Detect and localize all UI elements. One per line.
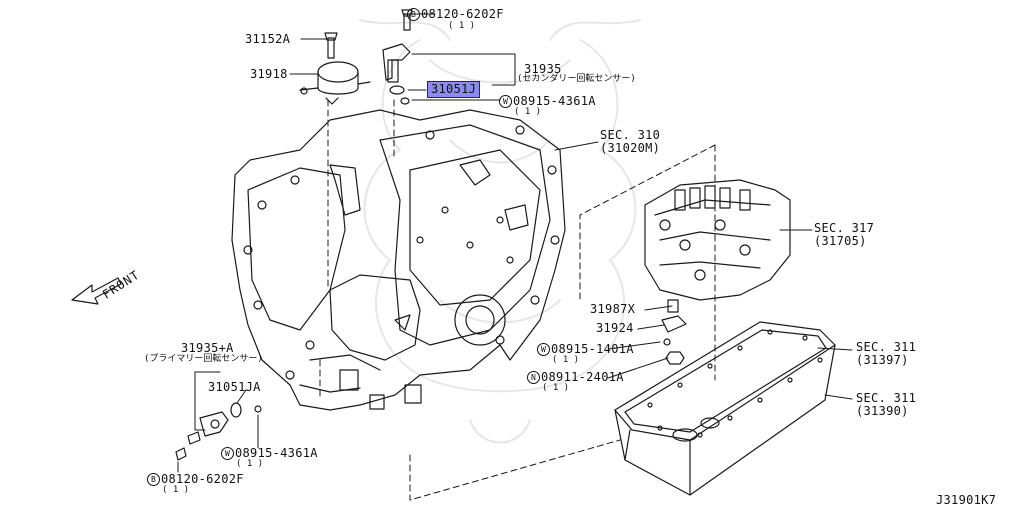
washer-bottom-qty: ( 1 ) — [236, 459, 264, 469]
watermark-crest — [359, 19, 641, 444]
part-31918-drawing — [299, 32, 371, 105]
transmission-case — [231, 109, 566, 411]
washer-mid-qty: ( 1 ) — [552, 355, 580, 365]
sec-317-label[interactable]: SEC. 317 — [814, 221, 875, 235]
sec-311-b-ref: (31390) — [856, 404, 909, 418]
part-31918-label[interactable]: 31918 — [250, 67, 288, 81]
valve-body-drawing — [644, 179, 791, 313]
bolt-top-qty: ( 1 ) — [448, 21, 476, 31]
part-31051JA-label[interactable]: 31051JA — [208, 380, 261, 394]
sec-311-b-label[interactable]: SEC. 311 — [856, 391, 917, 405]
part-31152A-label[interactable]: 31152A — [245, 32, 291, 46]
part-31924-label[interactable]: 31924 — [596, 321, 634, 335]
sec-311-a-label[interactable]: SEC. 311 — [856, 340, 917, 354]
oil-pan-drawing — [614, 321, 836, 496]
primary-speed-sensor-drawing — [175, 402, 262, 461]
front-arrow-icon — [71, 277, 122, 305]
part-31935-label[interactable]: 31935 — [524, 62, 562, 76]
sec-310-ref: (31020M) — [600, 141, 661, 155]
leader-lines — [177, 13, 853, 473]
nut-mid-qty: ( 1 ) — [542, 383, 570, 393]
sec-317-ref: (31705) — [814, 234, 867, 248]
part-31935-desc: (セカンダリー回転センサー) — [517, 74, 636, 84]
part-31987X-label[interactable]: 31987X — [590, 302, 636, 316]
part-31051J-highlight-label[interactable]: 31051J — [427, 81, 481, 98]
small-parts-right — [661, 315, 687, 365]
dashed-guides — [319, 99, 716, 501]
washer-top-qty: ( 1 ) — [514, 107, 542, 117]
diagram-id: J31901K7 — [936, 493, 997, 507]
part-31935A-label[interactable]: 31935+A — [181, 341, 234, 355]
sec-311-a-ref: (31397) — [856, 353, 909, 367]
bolt-bottom-qty: ( 1 ) — [162, 485, 190, 495]
sec-310-label[interactable]: SEC. 310 — [600, 128, 661, 142]
part-31935A-desc: (プライマリー回転センサー) — [144, 354, 263, 364]
